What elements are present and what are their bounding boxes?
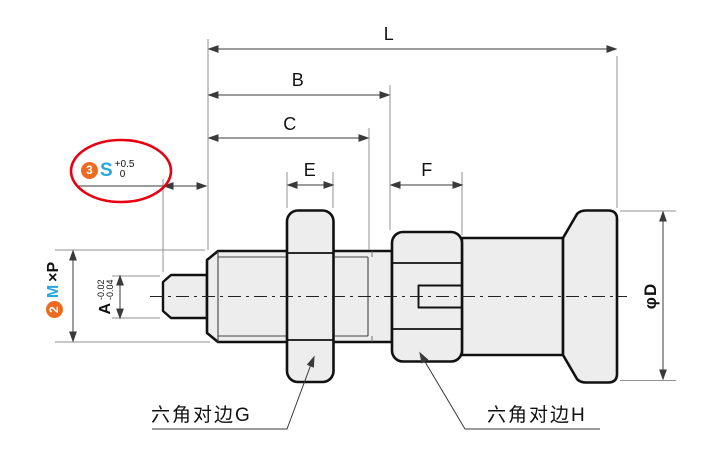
phi-d-symbol: φD (640, 282, 660, 310)
dim-label-E: E (303, 160, 317, 180)
extension-lines (55, 39, 676, 381)
hex-flats-h-label: 六角对边H (487, 405, 587, 426)
s-tol-upper: +0.5 (114, 159, 135, 170)
leader-lines (152, 351, 600, 430)
hex-flats-g-label: 六角对边G (151, 405, 252, 426)
hex-nut-h-faces (392, 262, 462, 330)
thread-pitch-suffix: ×P (45, 261, 62, 282)
dim-label-C: C (283, 114, 297, 134)
thread-m-symbol: M (45, 284, 62, 299)
s-tol-lower: 0 (119, 169, 126, 180)
thread-lines (217, 251, 373, 342)
part-outline (161, 209, 619, 384)
s-tolerance-stack: +0.5 0 (115, 160, 135, 180)
highlight-ellipse (69, 138, 173, 204)
a-symbol: A (97, 302, 114, 315)
dim-label-F: F (421, 160, 433, 180)
hex-nut-g-faces (287, 252, 334, 341)
a-tol-lower: -0.04 (105, 279, 115, 300)
dim-label-B: B (291, 70, 305, 90)
s-tolerance-callout: 3 S +0.5 0 (81, 154, 134, 186)
step-badge-2: 2 (45, 301, 63, 319)
diameter-d-callout: φD (640, 276, 660, 316)
a-tolerance-callout: A -0.02 -0.04 (95, 267, 117, 327)
knob-flange (561, 209, 619, 384)
s-symbol: S (100, 159, 113, 181)
step-badge-3: 3 (81, 161, 98, 179)
dimension-lines (69, 45, 667, 381)
thread-callout: 2 M ×P (45, 245, 63, 335)
dim-label-L: L (383, 24, 395, 44)
a-tolerance-stack: -0.02 -0.04 (96, 279, 116, 300)
